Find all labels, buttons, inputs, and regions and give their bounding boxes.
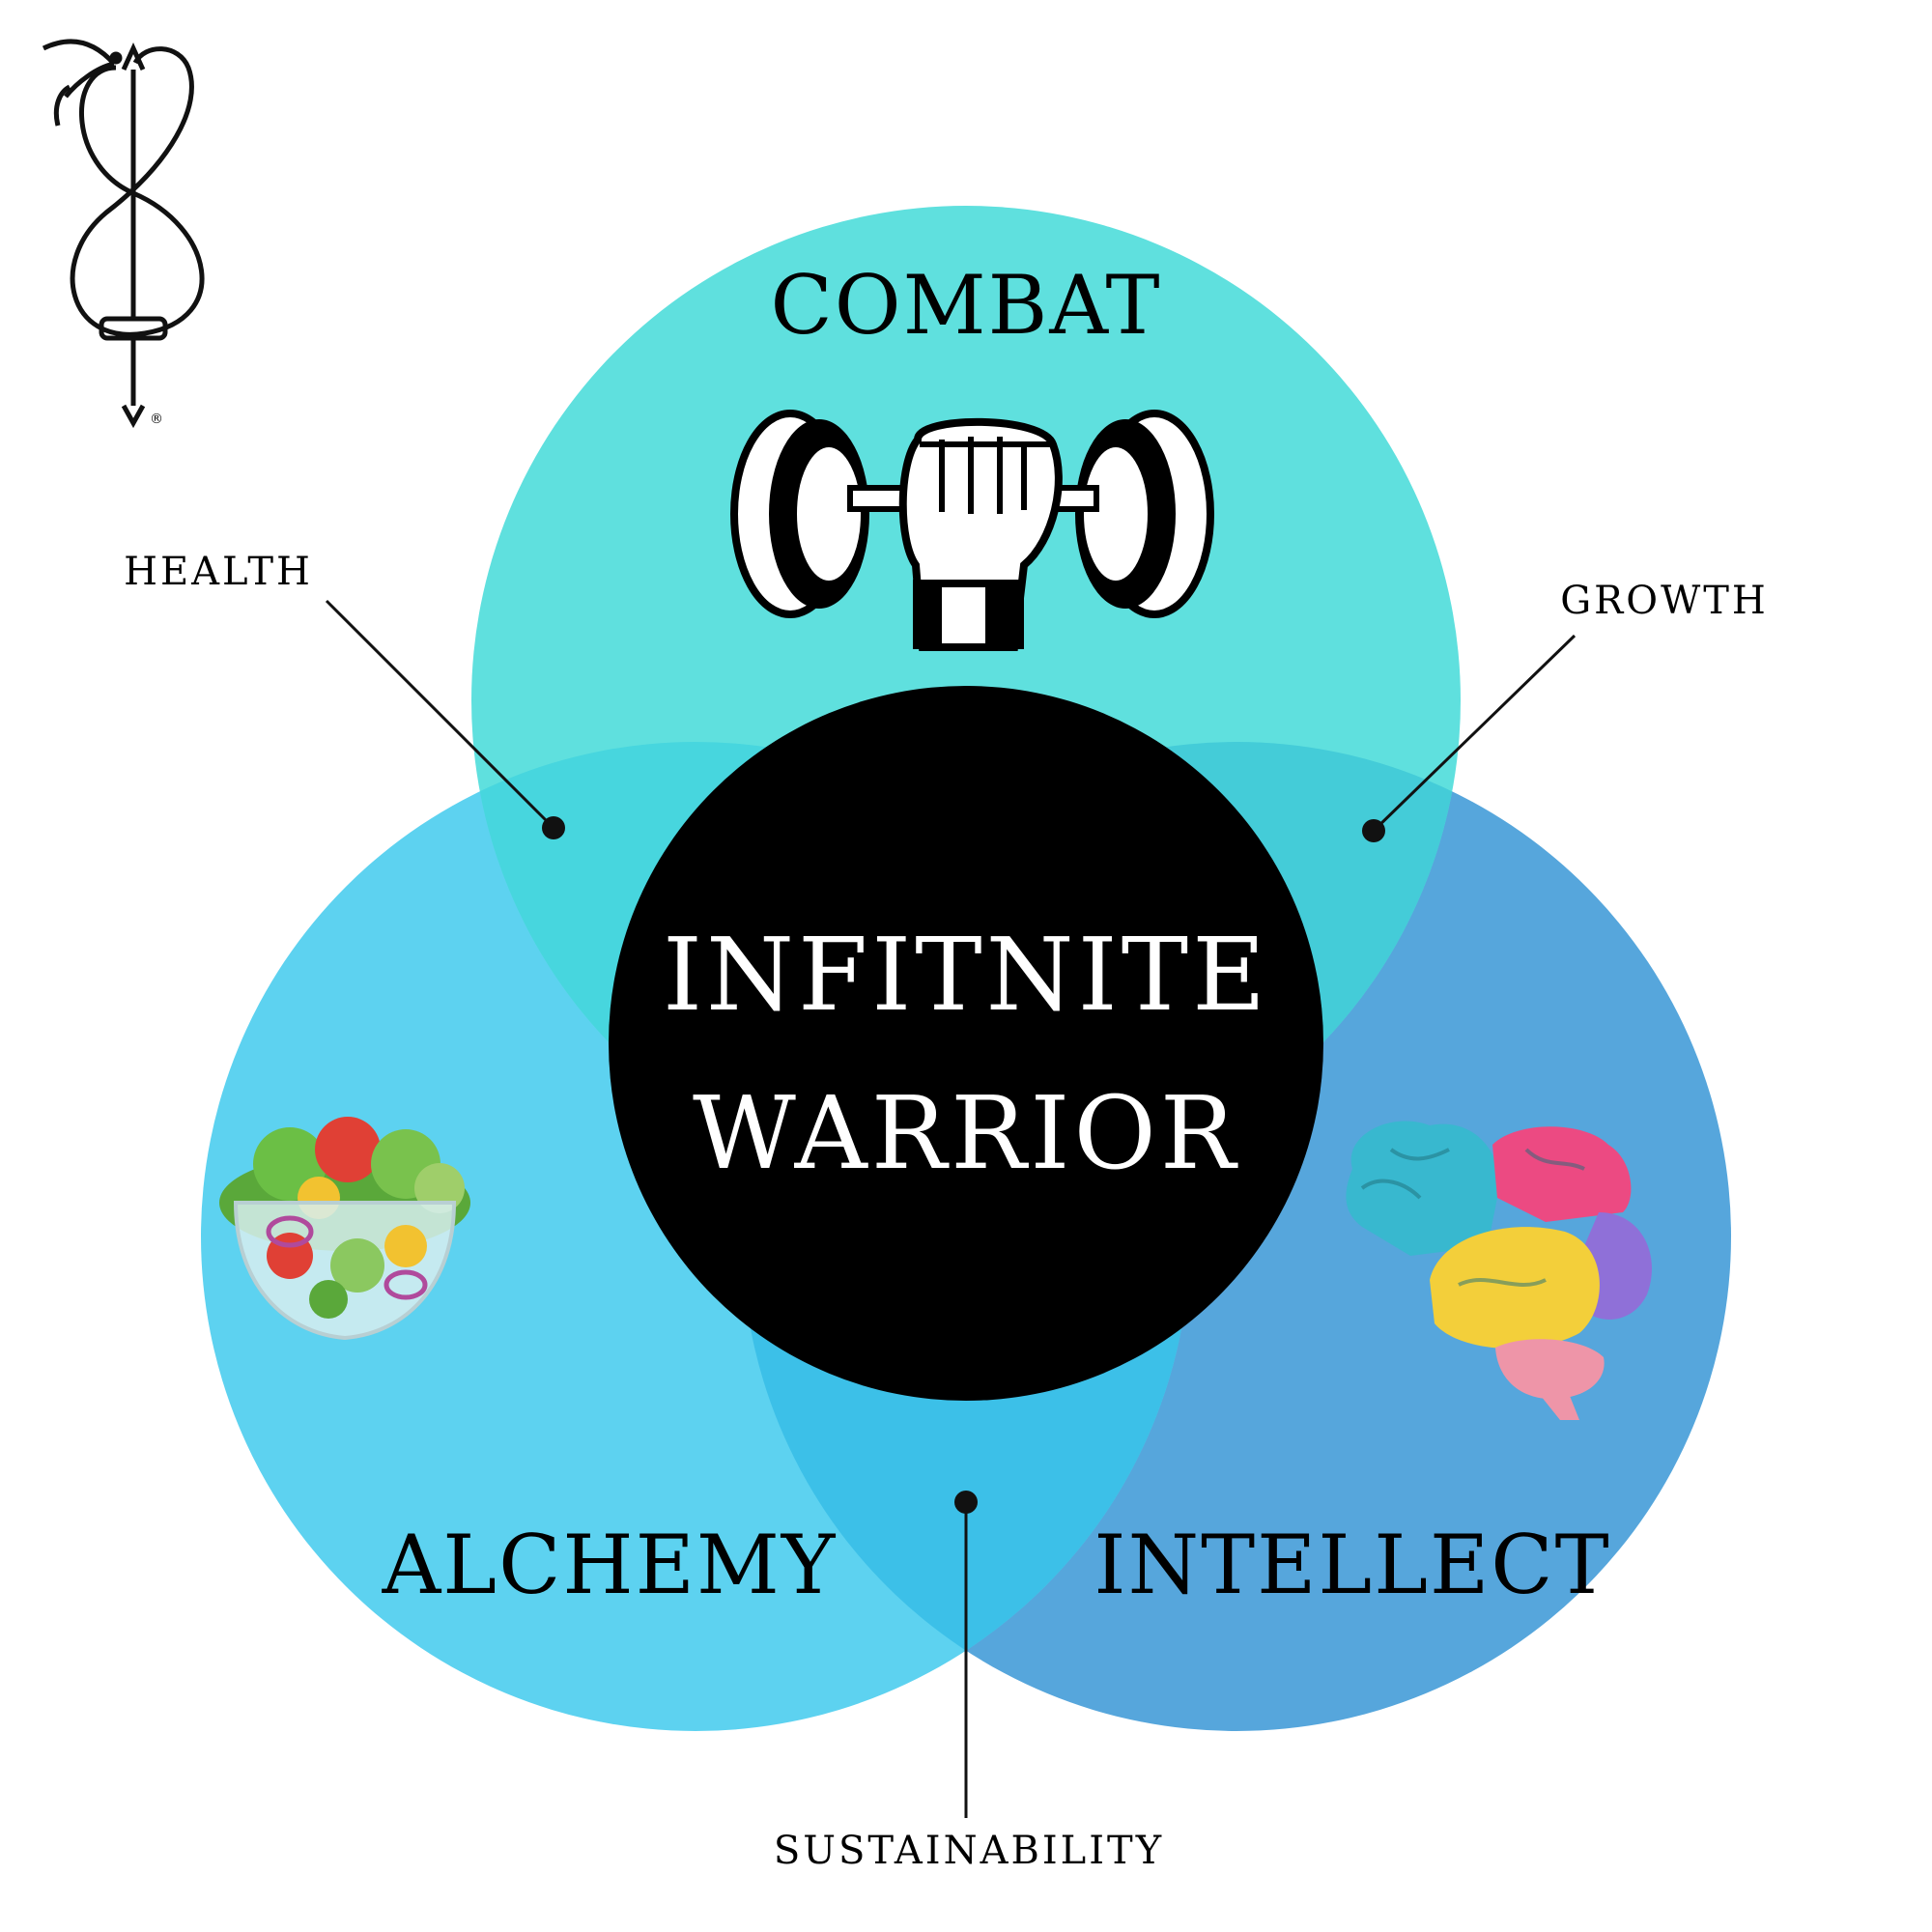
label-sustainability: SUSTAINABILITY <box>773 1829 1165 1873</box>
registered-mark: ® <box>150 412 163 427</box>
label-intellect: INTELLECT <box>1094 1518 1611 1612</box>
center-title-line2: WARRIOR <box>692 1074 1240 1192</box>
salad-bowl-icon <box>219 1117 470 1341</box>
label-combat: COMBAT <box>770 258 1162 353</box>
center-title-line1: INFITNITE <box>662 916 1270 1034</box>
center-circle <box>609 686 1323 1401</box>
label-alchemy: ALCHEMY <box>382 1518 838 1612</box>
label-growth: GROWTH <box>1560 579 1769 623</box>
label-health: HEALTH <box>124 550 313 594</box>
connector-growth <box>1362 634 1577 842</box>
brain-icon <box>1346 1121 1652 1420</box>
connector-health <box>325 599 565 839</box>
fist-dumbbell-icon <box>730 410 1214 651</box>
serpent-sword-logo-icon <box>42 39 205 429</box>
connector-sustainability <box>954 1491 978 1818</box>
